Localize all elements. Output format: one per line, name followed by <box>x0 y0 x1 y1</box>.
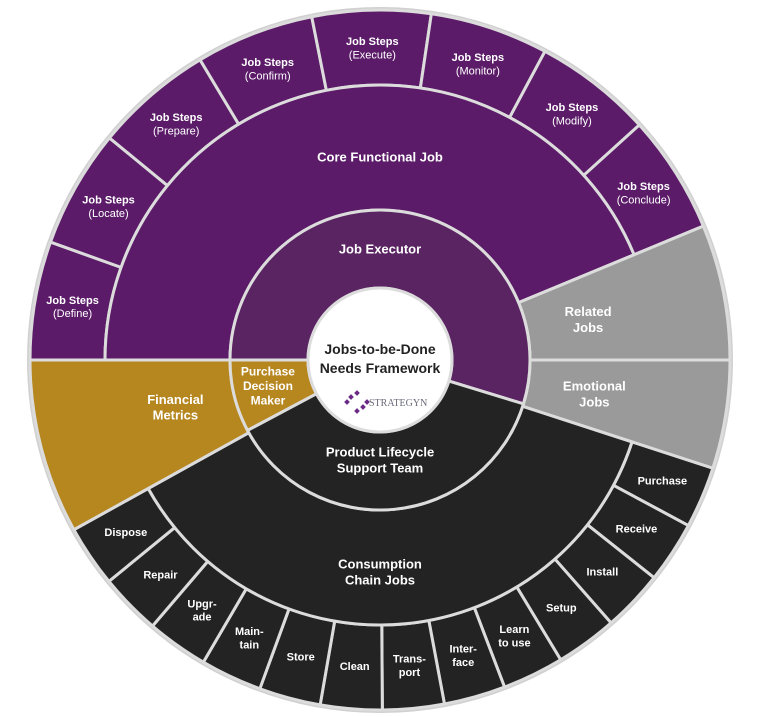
job-steps-segment-label: Job Steps (Modify) <box>546 102 599 127</box>
consumption-step-segment-label: Main-tain <box>235 626 264 651</box>
job-steps-segment-label-line: (Prepare) <box>153 125 199 137</box>
consumption-step-segment-label-line: ade <box>193 612 212 624</box>
consumption-step-segment-label: Install <box>587 566 619 578</box>
job-steps-segment-label: Job Steps(Monitor) <box>452 52 505 77</box>
job-steps-segment-label-line: (Define) <box>53 308 92 320</box>
job-executor-label: Job Executor <box>339 242 421 257</box>
consumption-chain-jobs-label-line: Chain Jobs <box>345 572 415 587</box>
center-circle <box>306 286 454 434</box>
job-steps-segment-label: Job Steps (Locate) <box>82 194 135 219</box>
consumption-step-segment-label-line: Learn <box>499 624 529 636</box>
job-steps-segment-label-line: Job Steps <box>82 194 135 206</box>
job-steps-segment-label: Job Steps (Conclude) <box>617 181 671 206</box>
job-steps-segment-label: Job Steps (Execute) <box>346 36 399 61</box>
financial-metrics-label-line: Metrics <box>153 408 199 423</box>
consumption-step-segment-label: Store <box>287 651 315 663</box>
job-steps-segment-label-line: Job Steps <box>150 112 203 124</box>
purchase-decision-maker-label-line: Purchase <box>241 364 295 378</box>
financial-metrics-label-line: Financial <box>147 392 203 407</box>
consumption-step-segment-label-line: tain <box>240 639 260 651</box>
consumption-step-segment-label: Learn to use <box>498 624 530 649</box>
related-jobs-label-line: Jobs <box>573 320 603 335</box>
purchase-decision-maker-label-line: Decision <box>243 379 293 393</box>
job-steps-segment-label-line: Job Steps <box>241 57 294 69</box>
consumption-step-segment-label-line: Repair <box>143 569 178 581</box>
center-title-line: Jobs-to-be-Done <box>324 341 435 357</box>
strategyn-logo-icon <box>344 390 370 414</box>
core-functional-job-label: Core Functional Job <box>317 150 443 165</box>
job-steps-segment-label: Job Steps(Define) <box>46 295 99 320</box>
related-jobs-label-line: Related <box>565 304 612 319</box>
consumption-chain-jobs-label-line: Consumption <box>338 557 422 572</box>
strategyn-logo-text: STRATEGYN <box>369 398 427 409</box>
consumption-step-segment-label-line: Dispose <box>104 527 147 539</box>
job-steps-segment-label-line: Job Steps <box>46 295 99 307</box>
consumption-step-segment-label: Purchase <box>638 475 688 487</box>
purchase-decision-maker-label-line: Maker <box>251 394 286 408</box>
job-steps-segment-label-line: Job Steps <box>346 36 399 48</box>
consumption-step-segment-label: Receive <box>616 524 658 536</box>
consumption-step-segment-label-line: Upgr- <box>187 598 217 610</box>
consumption-step-segment-label: Dispose <box>104 527 147 539</box>
consumption-step-segment-label-line: Purchase <box>638 475 688 487</box>
consumption-step-segment-label: Setup <box>546 603 577 615</box>
job-steps-segment-label: Job Steps(Confirm) <box>241 57 294 82</box>
consumption-step-segment-label-line: face <box>452 657 474 669</box>
consumption-step-segment-label-line: Store <box>287 651 315 663</box>
job-steps-segment-label-line: (Locate) <box>88 208 128 220</box>
job-steps-segment-label-line: (Monitor) <box>456 65 500 77</box>
job-steps-segment-label-line: (Conclude) <box>617 195 671 207</box>
emotional-jobs-label-line: Jobs <box>579 394 609 409</box>
consumption-step-segment-label-line: Main- <box>235 626 264 638</box>
consumption-step-segment-label-line: Install <box>587 566 619 578</box>
job-steps-segment-label-line: (Confirm) <box>245 70 291 82</box>
job-steps-segment-label: Job Steps(Prepare) <box>150 112 203 137</box>
core-functional-job-label-line: Core Functional Job <box>317 150 443 165</box>
consumption-step-segment-label-line: port <box>399 667 421 679</box>
outer-border <box>27 7 733 713</box>
job-steps-segment-label-line: (Execute) <box>349 50 396 62</box>
job-steps-segment-label-line: Job Steps <box>452 52 505 64</box>
center-title-line: Needs Framework <box>320 360 441 376</box>
consumption-step-segment-label-line: Receive <box>616 524 658 536</box>
consumption-step-segment-label-line: to use <box>498 638 530 650</box>
consumption-step-segment-label: Trans-port <box>393 654 426 679</box>
job-steps-segment-label-line: (Modify) <box>552 116 592 128</box>
consumption-step-segment-label: Clean <box>340 661 370 673</box>
job-steps-segment-label-line: Job Steps <box>617 181 670 193</box>
consumption-step-segment-label: Repair <box>143 569 178 581</box>
product-lifecycle-support-team-label-line: Support Team <box>337 460 423 475</box>
consumption-step-segment-label-line: Clean <box>340 661 370 673</box>
job-steps-segment-label-line: Job Steps <box>546 102 599 114</box>
consumption-step-segment-label-line: Trans- <box>393 654 426 666</box>
emotional-jobs-label-line: Emotional <box>563 379 626 394</box>
consumption-step-segment-label: Inter-face <box>449 644 477 669</box>
consumption-step-segment-label-line: Setup <box>546 603 577 615</box>
consumption-step-segment-label-line: Inter- <box>449 644 477 656</box>
consumption-step-segment-label: Upgr-ade <box>187 598 217 623</box>
job-executor-label-line: Job Executor <box>339 242 421 257</box>
product-lifecycle-support-team-label-line: Product Lifecycle <box>326 445 434 460</box>
